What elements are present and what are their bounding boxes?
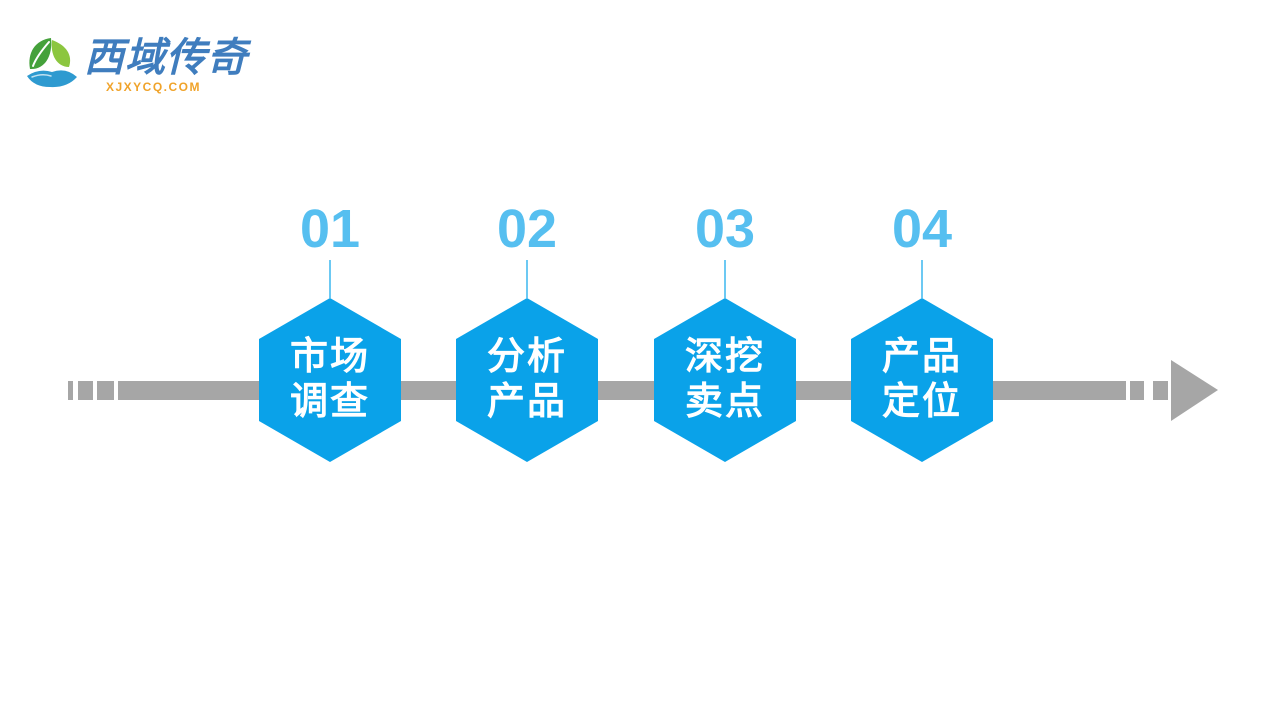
step-hexagon: 产品 定位 bbox=[851, 298, 993, 462]
arrow-head-icon bbox=[1171, 360, 1218, 421]
step-label-line2: 产品 bbox=[486, 381, 567, 423]
step-label-line2: 卖点 bbox=[684, 381, 765, 423]
step-connector-line bbox=[526, 260, 528, 298]
step-label-line2: 定位 bbox=[881, 381, 962, 423]
step-number: 03 bbox=[694, 199, 756, 259]
step-label-line1: 市场 bbox=[289, 336, 370, 378]
process-step-3: 03 深挖 卖点 bbox=[654, 202, 796, 462]
arrow-dash-left-3 bbox=[97, 381, 114, 400]
step-label-line1: 深挖 bbox=[684, 336, 765, 378]
arrow-dash-left-2 bbox=[78, 381, 93, 400]
step-hexagon: 市场 调查 bbox=[259, 298, 401, 462]
step-label-line1: 产品 bbox=[881, 336, 962, 378]
step-number: 01 bbox=[299, 199, 361, 259]
step-connector-line bbox=[921, 260, 923, 298]
leaf-swoosh-icon bbox=[27, 38, 77, 88]
arrow-dash-right-2 bbox=[1153, 381, 1168, 400]
process-step-4: 04 产品 定位 bbox=[851, 202, 993, 462]
step-label-line1: 分析 bbox=[486, 336, 567, 378]
brand-logo: 西域传奇 XJXYCQ.COM bbox=[24, 34, 254, 100]
brand-name: 西域传奇 bbox=[84, 36, 248, 80]
step-label-line2: 调查 bbox=[289, 381, 370, 423]
step-number: 04 bbox=[891, 199, 953, 259]
step-hexagon: 分析 产品 bbox=[456, 298, 598, 462]
brand-domain: XJXYCQ.COM bbox=[106, 80, 202, 94]
process-step-1: 01 市场 调查 bbox=[259, 202, 401, 462]
step-number: 02 bbox=[496, 199, 558, 259]
arrow-dash-right-1 bbox=[1130, 381, 1144, 400]
arrow-dash-left-1 bbox=[68, 381, 73, 400]
step-connector-line bbox=[329, 260, 331, 298]
step-connector-line bbox=[724, 260, 726, 298]
step-hexagon: 深挖 卖点 bbox=[654, 298, 796, 462]
process-step-2: 02 分析 产品 bbox=[456, 202, 598, 462]
